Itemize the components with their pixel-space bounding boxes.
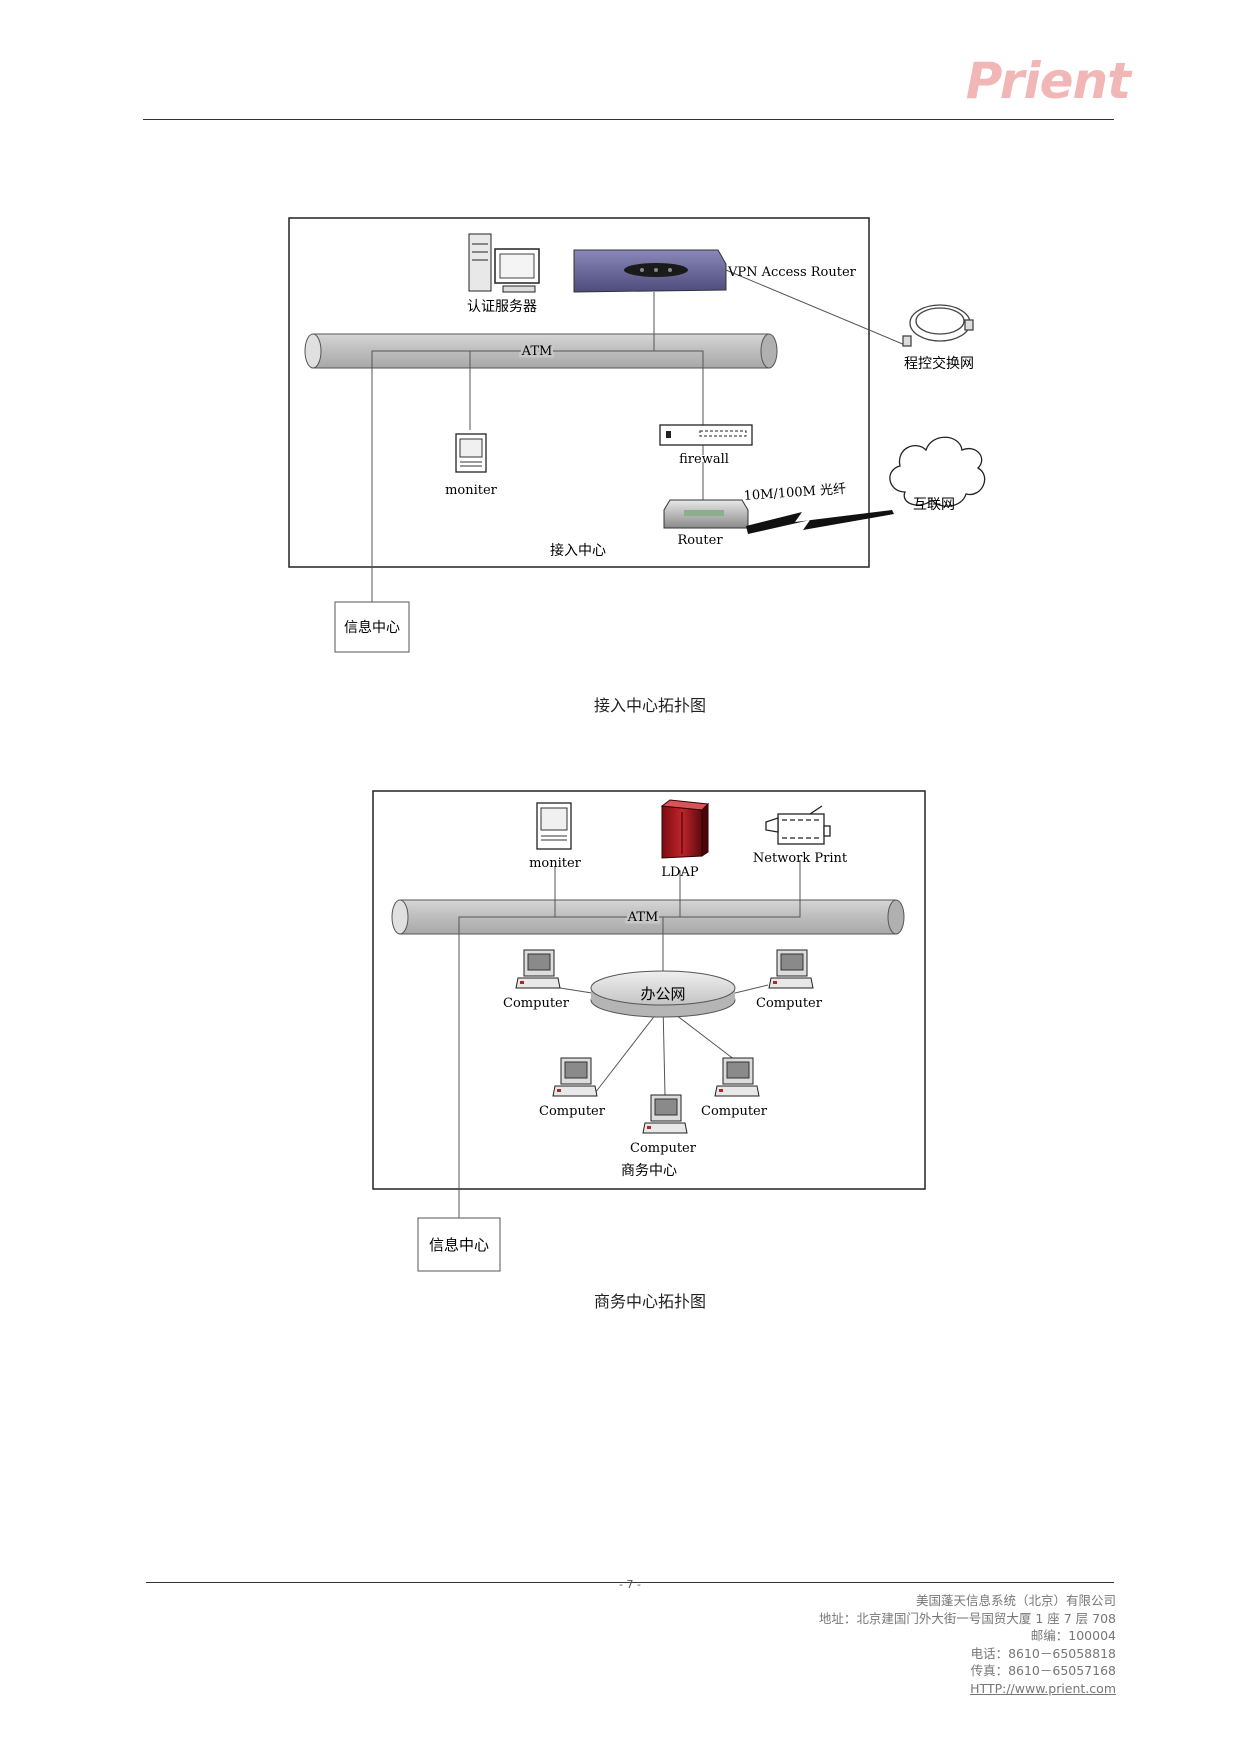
firewall-label: firewall [679,452,729,467]
vpn-router-icon [573,249,727,293]
office-network-label: 办公网 [640,985,685,1003]
access-center-caption: 接入中心拓扑图 [593,696,706,715]
ldap-server-icon [660,799,710,859]
access-center-frame [288,217,870,568]
computer-label: Computer [756,996,823,1011]
atm-label: ATM [521,344,553,359]
firewall-icon [659,424,753,446]
internet-label: 互联网 [913,497,955,513]
computer-icon [515,949,561,989]
connection-lines [371,269,906,640]
footer-rule [146,1582,1114,1583]
ldap-label: LDAP [661,865,698,880]
info-center-box [417,1217,501,1272]
cable-icon [902,304,974,347]
page-number: - 7 - [619,1578,641,1591]
access-center-label: 接入中心 [550,542,606,559]
business-center-frame [372,790,926,1190]
computer-label: Computer [539,1104,606,1119]
header-rule [143,119,1114,120]
lightning-link-icon [746,510,894,534]
info-center-label: 信息中心 [344,619,400,636]
vpn-router-label: VPN Access Router [727,265,857,280]
printer-label: Network Print [753,851,848,866]
info-center-box [334,601,410,653]
computer-label: Computer [503,996,570,1011]
auth-server-label: 认证服务器 [467,299,537,315]
footer-address: 地址：北京建国门外大街一号国贸大厦 1 座 7 层 708 [818,1610,1116,1626]
footer-company: 美国蓬天信息系统（北京）有限公司 [915,1593,1116,1608]
printer-icon [765,805,831,845]
monitor-label: moniter [445,483,498,498]
info-center-label: 信息中心 [429,1236,489,1254]
business-center-caption: 商务中心拓扑图 [593,1292,706,1311]
internet-cloud-icon [889,436,986,507]
computer-icon [714,1057,760,1097]
footer-website-link[interactable]: HTTP://www.prient.com [970,1680,1116,1696]
monitor-icon [455,433,487,473]
atm-label: ATM [627,910,659,925]
computer-label: Computer [701,1104,768,1119]
computer-icon [768,949,814,989]
business-center-label: 商务中心 [621,1163,677,1179]
footer-postcode: 邮编：100004 [1030,1628,1116,1643]
footer-contact: 美国蓬天信息系统（北京）有限公司 地址：北京建国门外大街一号国贸大厦 1 座 7… [819,1592,1116,1697]
computer-icon [642,1094,688,1134]
business-center-diagram: ATM moniter LDAP Network Print 办公网 [372,790,926,1272]
pstn-label: 程控交换网 [904,355,974,372]
company-logo: Prient [965,52,1131,110]
computer-icon [552,1057,598,1097]
footer-phone: 电话：8610－65058818 [970,1645,1116,1661]
access-center-diagram: ATM 认证服务器 VPN Access Router 程控交换网 monite… [288,217,986,653]
fiber-label: 10M/100M 光纤 [743,482,846,504]
server-icon [468,233,540,293]
router-label: Router [677,533,723,548]
office-network-disc [590,970,736,1018]
computer-label: Computer [630,1141,697,1156]
footer-fax: 传真：8610－65057168 [970,1663,1116,1678]
monitor-icon [536,802,572,850]
monitor-label: moniter [529,856,582,871]
